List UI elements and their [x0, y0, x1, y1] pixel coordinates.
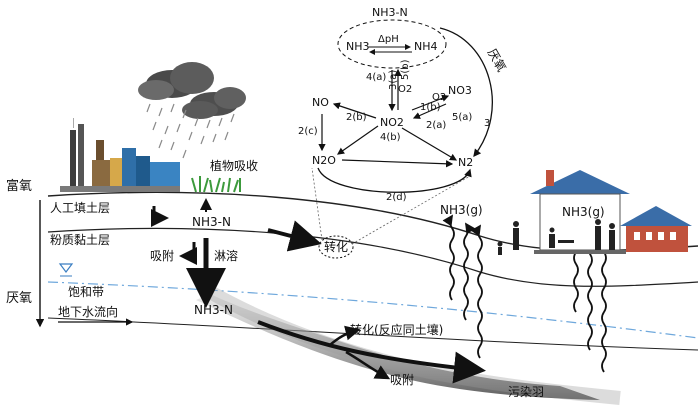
- cycle-label-2a: 2(a): [426, 120, 446, 131]
- ammonium-deep-label: NH3-N: [194, 303, 233, 317]
- cycle-label-2b: 2(b): [346, 112, 367, 123]
- cycle-label-1b: 1(b): [420, 102, 441, 113]
- groundwater-flow-label: 地下水流向: [58, 304, 118, 319]
- people-icons: [497, 219, 615, 255]
- plant-uptake-label: 植物吸收: [210, 158, 258, 173]
- plant-icon: [191, 176, 241, 193]
- transformation-arrow: [267, 220, 322, 252]
- source-bracket-arrow: [151, 206, 169, 227]
- cycle-anaerobic-label: 厌氧: [485, 46, 509, 74]
- plume-transform-label: 转化(反应同土壤): [350, 322, 443, 337]
- plume-adsorption-label: 吸附: [390, 373, 414, 387]
- adsorption-arrow: [179, 242, 197, 265]
- pollution-plume: [196, 294, 600, 400]
- plume-transform-arrow: [329, 325, 361, 346]
- saturated-zone-label: 饱和带: [68, 284, 104, 299]
- anaerobic-label-left: 厌氧: [6, 291, 32, 306]
- house-icon-right: [620, 206, 692, 252]
- cycle-n2o: N2O: [312, 154, 336, 167]
- water-table-symbol: [58, 263, 74, 273]
- cycle-label-2c: 2(c): [298, 126, 318, 137]
- cycle-label-3: 3: [484, 118, 490, 129]
- rain-cloud-icon: [138, 62, 246, 119]
- cycle-nh3: NH3: [346, 40, 370, 53]
- cycle-n2: N2: [458, 156, 473, 169]
- cycle-o2-lower: O2: [432, 92, 446, 103]
- cycle-ammonia-nitrogen: NH3-N: [372, 6, 408, 19]
- volatilization-label-left: NH3(g): [440, 203, 483, 217]
- leaching-label: 淋溶: [214, 248, 238, 263]
- cycle-label-5b: 5(b): [400, 59, 411, 80]
- no2-to-n2o-arrow: [337, 125, 379, 155]
- bottom-loop-arrow: [317, 167, 472, 193]
- rain-drops: [146, 103, 235, 159]
- cycle-label-4b: 4(b): [380, 132, 401, 143]
- cycle-label-4a: 4(a): [366, 72, 386, 83]
- silty-clay-label: 粉质黏土层: [50, 233, 110, 247]
- adsorption-top-label: 吸附: [150, 249, 174, 263]
- cycle-no: NO: [312, 96, 329, 109]
- no2-to-n2-arrow: [401, 127, 458, 161]
- factory-icon: [60, 118, 180, 192]
- cycle-label-5a: 5(a): [452, 112, 472, 123]
- plume-label: 污染羽: [508, 384, 544, 399]
- anaerobic-arc-arrow: [439, 27, 493, 158]
- nh3-equilibrium-ellipse: [337, 19, 447, 69]
- groundwater-table: [47, 281, 699, 339]
- volatilization-label-right: NH3(g): [562, 205, 605, 219]
- cycle-connector-right: [351, 175, 471, 245]
- plume-flow-arrow: [257, 320, 486, 384]
- cycle-o2-upper: O2: [398, 84, 412, 95]
- cycle-nh4: NH4: [414, 40, 438, 53]
- cycle-label-2d: 2(d): [386, 192, 407, 203]
- plume-adsorb-arrow: [345, 350, 391, 380]
- oxygen-rich-label: 富氧: [6, 178, 32, 194]
- no2-to-no3-arrow: [411, 94, 450, 111]
- fill-layer-label: 人工填土层: [50, 201, 110, 215]
- transformation-label: 转化: [324, 239, 348, 254]
- ammonium-source-label: NH3-N: [192, 215, 231, 229]
- cycle-no2: NO2: [380, 116, 404, 129]
- transformation-circle: [318, 235, 354, 259]
- cycle-connector-left: [311, 167, 323, 241]
- cycle-no3: NO3: [448, 84, 472, 97]
- volatilization-arrows-left: [442, 214, 483, 359]
- no2-to-no-arrow: [332, 102, 377, 119]
- cycle-label-3a: 3(a): [388, 70, 399, 90]
- cycle-dph: ΔpH: [378, 34, 399, 45]
- clay-layer-boundary: [47, 227, 699, 287]
- n2o-to-n2-arrow: [341, 159, 454, 168]
